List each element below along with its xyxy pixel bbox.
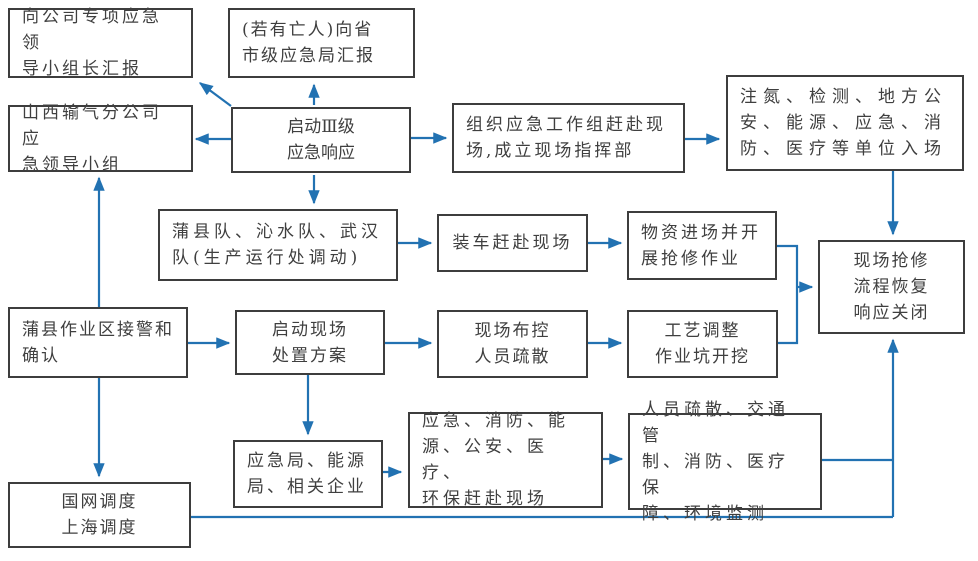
node-local-bureaus: 应急局、能源 局、相关企业	[233, 440, 383, 508]
node-rescue-teams: 蒲县队、沁水队、武汉 队(生产运行处调动)	[158, 209, 398, 281]
node-grid-dispatch: 国网调度 上海调度	[8, 482, 191, 548]
connector-process-to-junction	[778, 287, 799, 345]
node-agencies-rush-site: 应急、消防、能 源、公安、医疗、 环保赶赴现场	[408, 411, 603, 509]
node-materials-arrive: 物资进场并开 展抢修作业	[627, 211, 777, 280]
node-site-control-evac: 现场布控 人员疏散	[437, 310, 588, 378]
node-support-measures: 人员疏散、交通管 制、消防、医疗保 障、环境监测	[628, 400, 822, 524]
node-process-adjust-dig: 工艺调整 作业坑开挖	[627, 310, 778, 378]
node-organize-workgroup: 组织应急工作组赶赴现 场,成立现场指挥部	[452, 103, 685, 173]
node-start-onsite-plan: 启动现场 处置方案	[235, 310, 385, 375]
node-units-enter-site: 注氮、检测、地方公 安、能源、应急、消 防、医疗等单位入场	[726, 75, 964, 171]
node-load-trucks: 装车赶赴现场	[437, 214, 588, 272]
node-shanxi-branch-group: 山西输气分公司应 急领导小组	[8, 103, 193, 175]
node-repair-and-close: 现场抢修 流程恢复 响应关闭	[818, 240, 965, 334]
node-puxian-alarm-confirm: 蒲县作业区接警和 确认	[8, 307, 188, 378]
arrow-level3-to-company-leader	[198, 82, 232, 107]
node-report-company-leader: 向公司专项应急领 导小组长汇报	[8, 7, 193, 79]
node-report-provincial: (若有亡人)向省 市级应急局汇报	[228, 8, 415, 78]
node-start-level3-response: 启动Ⅲ级 应急响应	[231, 107, 411, 173]
connector-materials-to-junction	[777, 244, 799, 287]
